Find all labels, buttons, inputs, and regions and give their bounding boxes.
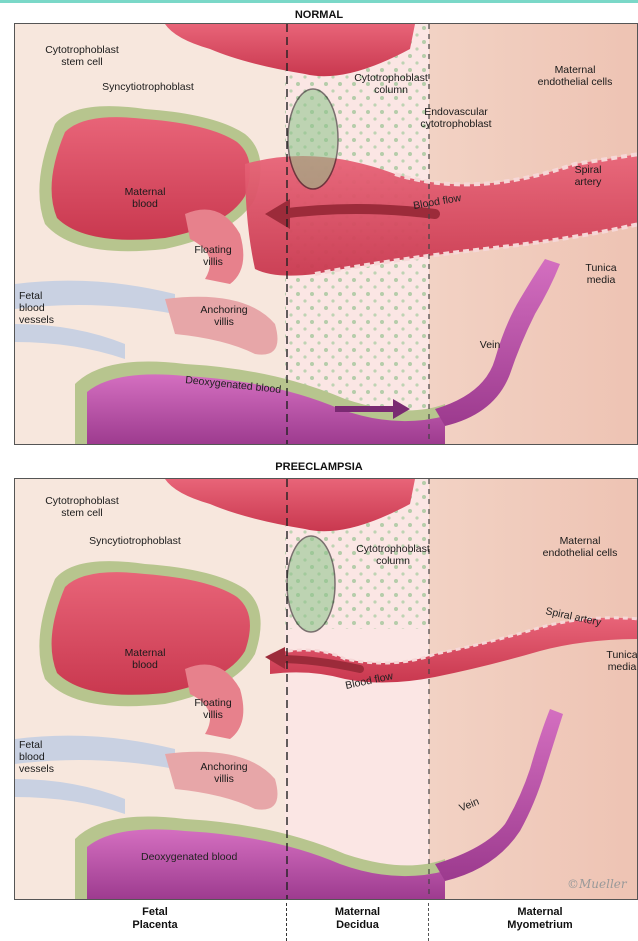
- label-anchoring-villis: Anchoring villis: [181, 761, 267, 785]
- label-spiral-artery: Spiral artery: [553, 164, 623, 188]
- label-stem-cell: Cytotrophoblast stem cell: [27, 495, 137, 519]
- label-maternal-blood: Maternal blood: [105, 647, 185, 671]
- label-fetal-vessels: Fetal blood vessels: [19, 739, 79, 775]
- label-endothelial: Maternal endothelial cells: [515, 64, 635, 88]
- region-maternal-myometrium: Maternal Myometrium: [470, 906, 610, 932]
- artist-signature: ©Mueller: [567, 877, 627, 891]
- region-fetal-placenta: Fetal Placenta: [100, 906, 210, 932]
- label-fetal-vessels: Fetal blood vessels: [19, 290, 79, 326]
- label-cytotrophoblast-column: Cytotrophoblast column: [341, 72, 441, 96]
- label-floating-villis: Floating villis: [173, 697, 253, 721]
- label-syncytiotrophoblast: Syncytiotrophoblast: [70, 535, 200, 547]
- normal-panel: Cytotrophoblast stem cell Syncytiotropho…: [14, 23, 638, 445]
- label-tunica-media: Tunica media: [597, 649, 638, 673]
- label-floating-villis: Floating villis: [173, 244, 253, 268]
- preeclampsia-panel-title: PREECLAMPSIA: [0, 461, 638, 473]
- label-syncytiotrophoblast: Syncytiotrophoblast: [83, 81, 213, 93]
- top-accent-line: [0, 0, 638, 3]
- divider-fetal-decidua: [286, 903, 287, 941]
- label-tunica-media: Tunica media: [571, 262, 631, 286]
- label-endovascular: Endovascular cytotrophoblast: [401, 106, 511, 130]
- region-maternal-decidua: Maternal Decidua: [300, 906, 415, 932]
- label-endothelial: Maternal endothelial cells: [520, 535, 638, 559]
- label-deoxygenated-blood: Deoxygenated blood: [141, 851, 237, 863]
- preeclampsia-panel: Cytotrophoblast stem cell Syncytiotropho…: [14, 478, 638, 900]
- label-anchoring-villis: Anchoring villis: [181, 304, 267, 328]
- label-stem-cell: Cytotrophoblast stem cell: [27, 44, 137, 68]
- label-cytotrophoblast-column: Cytotrophoblast column: [343, 543, 443, 567]
- normal-panel-title: NORMAL: [0, 9, 638, 21]
- divider-decidua-myometrium: [428, 903, 429, 941]
- label-maternal-blood: Maternal blood: [105, 186, 185, 210]
- label-vein: Vein: [470, 339, 510, 351]
